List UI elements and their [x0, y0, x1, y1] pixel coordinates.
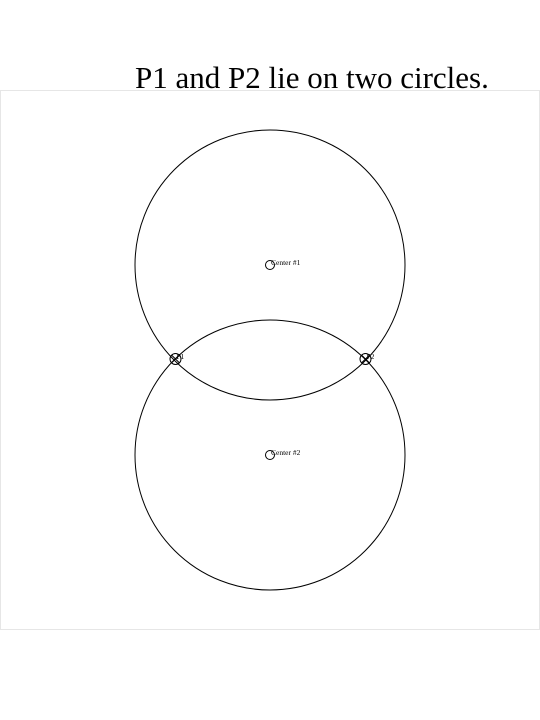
p1-label: P1: [177, 352, 185, 361]
center-1-label: Center #1: [271, 258, 301, 267]
page-title: P1 and P2 lie on two circles.: [135, 60, 489, 95]
center-2-marker: Center #2: [265, 448, 301, 460]
circle-2: [134, 319, 406, 591]
center-2-label: Center #2: [271, 448, 301, 457]
plot-frame: [0, 90, 540, 630]
p1-marker: P1: [169, 352, 185, 365]
p2-label: P2: [367, 352, 375, 361]
p2-marker: P2: [359, 352, 375, 365]
center-1-marker: Center #1: [265, 258, 301, 270]
circle-1: [134, 129, 406, 401]
